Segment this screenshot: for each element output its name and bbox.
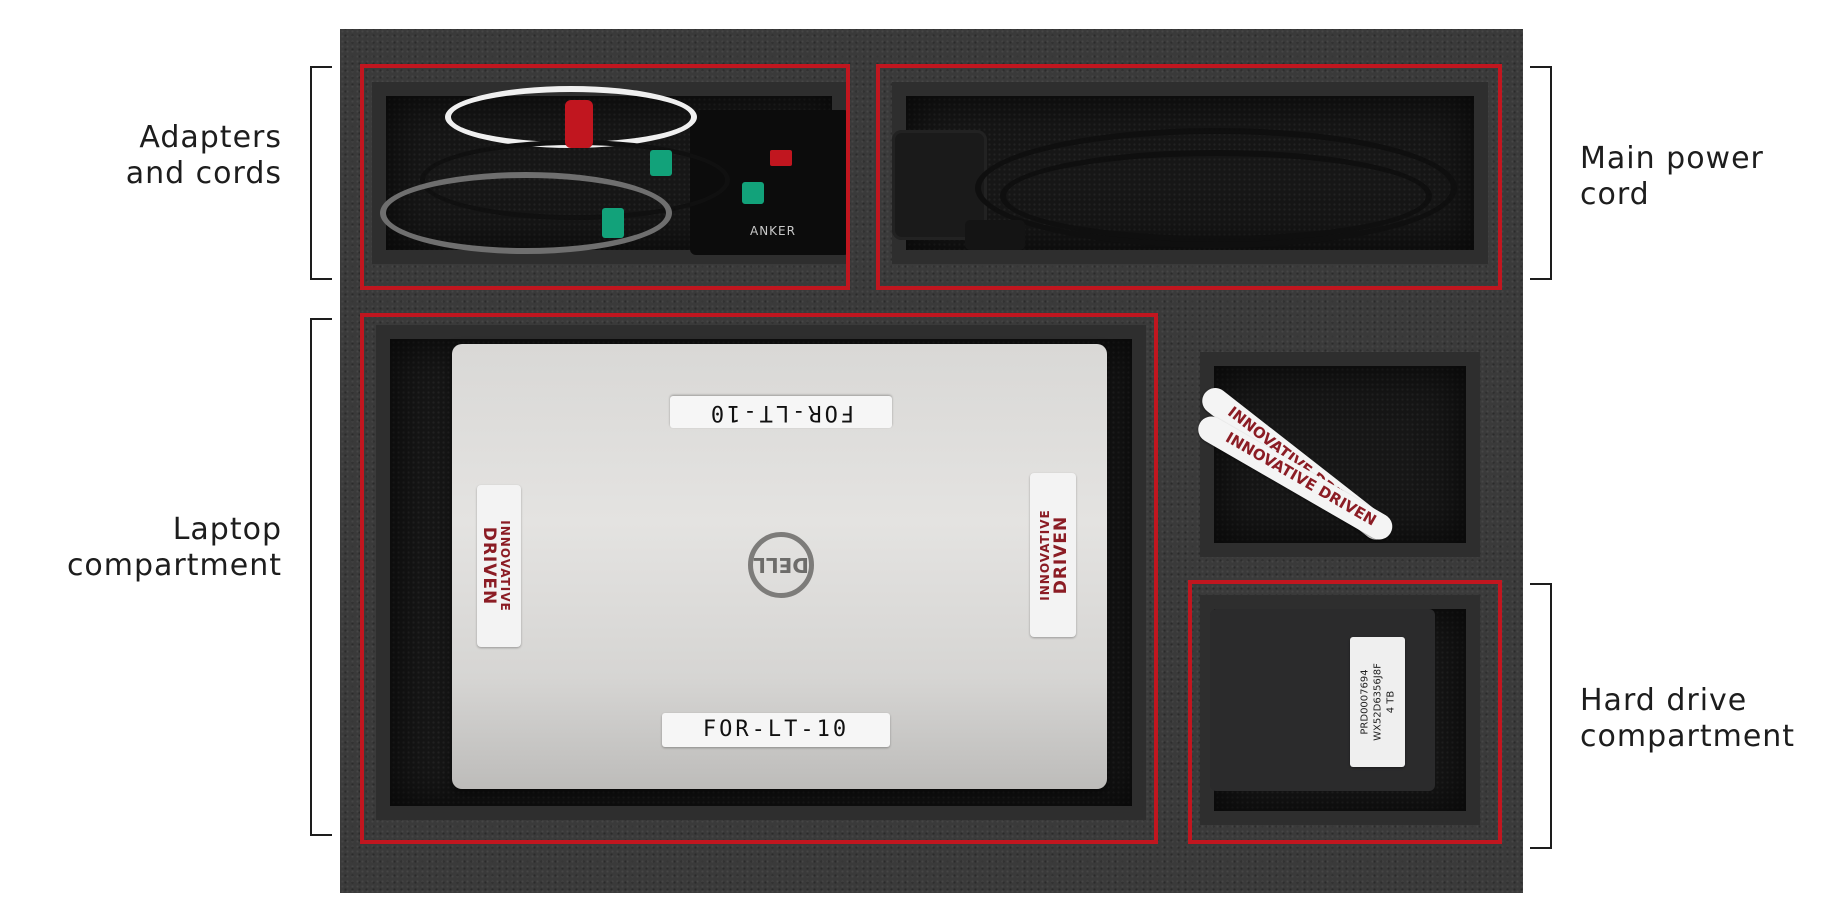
power-cord-loop [975,128,1457,248]
laptop-asset-tag-bottom: FOR-LT-10 [662,713,890,747]
red-usb-plug [770,150,792,166]
red-velcro-strap [565,100,593,148]
laptop-label-line-1: Laptop [172,512,282,547]
green-cable-tie-3 [602,208,624,238]
adapters-highlight-box [360,64,850,290]
hard-drive-bracket [1530,583,1552,849]
laptop-highlight-box [360,313,1158,844]
adapters-label-line-2: and cords [125,156,282,191]
hard-drive-label-line-1: Hard drive [1580,683,1748,718]
adapters-bracket [310,66,332,280]
laptop-label-line-2: compartment [66,548,282,583]
green-cable-tie-1 [650,150,672,176]
adapters-label-line-1: Adapters [139,120,282,155]
laptop-bracket [310,318,332,836]
main-power-label-line-1: Main power [1580,141,1764,176]
power-plug [965,220,1025,250]
main-power-cord-label: Main power cord [1580,141,1764,213]
innovative-driven-sticker-left: INNOVATIVE DRIVEN [477,485,521,647]
anker-brand-text: ANKER [750,224,796,238]
braided-cable [380,172,672,254]
adapters-and-cords-label: Adapters and cords [126,120,282,192]
laptop-compartment-label: Laptop compartment [67,512,282,584]
innovative-driven-sticker-right: INNOVATIVE DRIVEN [1030,473,1076,637]
power-cord-highlight-box [876,64,1502,290]
main-power-label-line-2: cord [1580,177,1650,212]
hard-drive-asset-label: PRD0007694 WX52D6356J8F 4 TB [1350,637,1405,767]
power-cord-loop-2 [1000,150,1432,242]
main-power-bracket [1530,66,1552,280]
hard-drive-label-line-2: compartment [1580,719,1796,754]
hard-drive-compartment-label: Hard drive compartment [1580,683,1795,755]
hard-drive-highlight-box [1188,580,1502,844]
green-cable-tie-2 [742,182,764,204]
